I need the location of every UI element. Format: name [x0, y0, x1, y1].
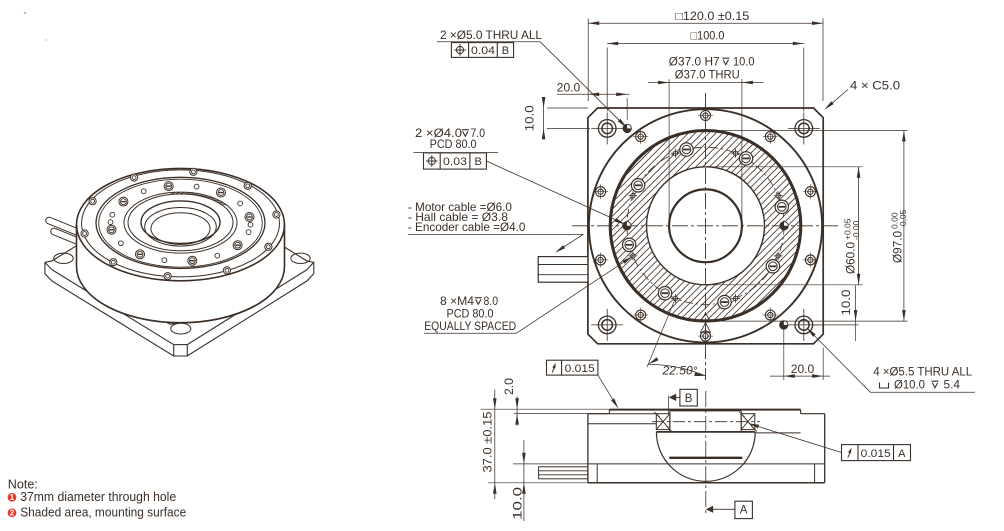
svg-text:4 ×Ø5.5 THRU ALL: 4 ×Ø5.5 THRU ALL: [873, 365, 972, 379]
svg-text:10.0: 10.0: [841, 290, 853, 316]
svg-text:A: A: [898, 448, 906, 460]
svg-text:1: 1: [10, 493, 15, 502]
svg-text:B: B: [475, 156, 482, 168]
svg-text:PCD 80.0: PCD 80.0: [447, 307, 494, 321]
svg-text:B: B: [502, 45, 509, 57]
svg-text:- Motor cable =Ø6.0: - Motor cable =Ø6.0: [408, 200, 512, 214]
svg-text:□100.0: □100.0: [691, 30, 725, 42]
svg-text:0.03: 0.03: [443, 156, 467, 168]
svg-text:20.0: 20.0: [557, 83, 581, 95]
svg-text:10.0: 10.0: [525, 105, 537, 131]
svg-text:8 ×M4: 8 ×M4: [440, 294, 474, 308]
svg-text:2.0: 2.0: [504, 378, 516, 395]
svg-text:-0.05: -0.05: [898, 209, 908, 229]
svg-text:Note:: Note:: [8, 477, 38, 491]
svg-text:2 ×Ø4.0: 2 ×Ø4.0: [415, 126, 462, 140]
svg-text:37mm diameter through hole: 37mm diameter through hole: [20, 490, 176, 504]
svg-text:0.015: 0.015: [565, 363, 595, 375]
svg-text:22.50°: 22.50°: [661, 366, 697, 378]
svg-text:37.0 ±0.15: 37.0 ±0.15: [483, 412, 495, 473]
svg-text:2 ×Ø5.0 THRU ALL: 2 ×Ø5.0 THRU ALL: [440, 28, 542, 42]
svg-text:5.4: 5.4: [944, 377, 961, 391]
svg-text:□120.0 ±0.15: □120.0 ±0.15: [675, 11, 749, 23]
svg-text:20.0: 20.0: [791, 364, 815, 376]
svg-text:4 × C5.0: 4 × C5.0: [850, 78, 900, 92]
svg-text:- Encoder cable =Ø4.0: - Encoder cable =Ø4.0: [408, 220, 526, 234]
svg-text:0.04: 0.04: [471, 45, 495, 57]
svg-text:+0.05: +0.05: [843, 218, 853, 240]
svg-text:A: A: [740, 505, 748, 517]
svg-text:0.00: 0.00: [889, 212, 899, 229]
svg-text:10.0: 10.0: [733, 57, 755, 69]
svg-text:B: B: [685, 393, 693, 405]
svg-text:Ø10.0: Ø10.0: [894, 377, 925, 391]
svg-text:7.0: 7.0: [471, 126, 486, 140]
svg-text:Ø97.0: Ø97.0: [892, 231, 904, 263]
svg-text:- Hall cable = Ø3.8: - Hall cable = Ø3.8: [408, 210, 508, 224]
svg-text:2: 2: [10, 509, 15, 518]
svg-text:EQUALLY SPACED: EQUALLY SPACED: [424, 319, 516, 333]
svg-text:Ø37.0 H7: Ø37.0 H7: [669, 57, 720, 69]
svg-text:10.0: 10.0: [513, 487, 525, 520]
svg-text:8.0: 8.0: [484, 294, 499, 308]
svg-text:-0.00: -0.00: [851, 220, 861, 240]
svg-text:Ø37.0 THRU: Ø37.0 THRU: [675, 69, 740, 81]
svg-text:PCD 80.0: PCD 80.0: [430, 137, 477, 151]
svg-text:Ø60.0: Ø60.0: [846, 242, 858, 274]
svg-text:Shaded area, mounting surface: Shaded area, mounting surface: [20, 506, 186, 520]
svg-text:0.015: 0.015: [861, 448, 891, 460]
